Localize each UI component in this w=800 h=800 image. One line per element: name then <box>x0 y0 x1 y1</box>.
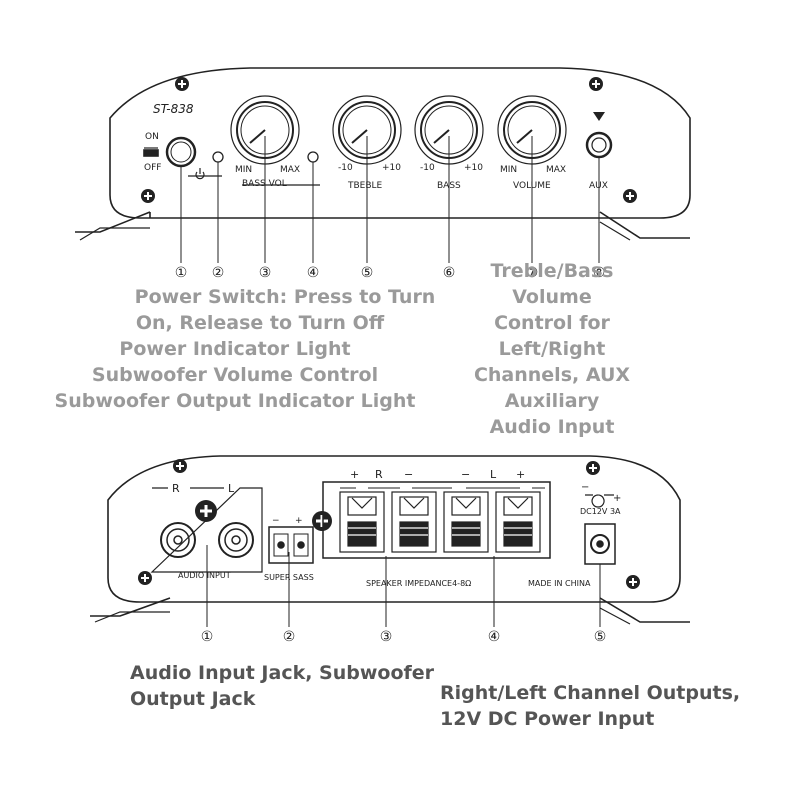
caption-line: Subwoofer Output Indicator Light <box>54 390 416 412</box>
front-callout-7: ⑦ <box>526 265 539 281</box>
bass-minus-label: -10 <box>420 163 435 173</box>
sub-plus-label: + <box>295 516 303 526</box>
front-callout-8: ⑧ <box>593 265 606 281</box>
audio-input-label: AUDIO INPUT <box>178 571 231 580</box>
front-callout-6: ⑥ <box>443 265 456 281</box>
volume-knob <box>497 95 567 165</box>
speaker-clip-r-plus <box>339 491 385 553</box>
aux-jack <box>585 131 613 159</box>
caption-line: Channels, AUX <box>473 364 631 386</box>
caption-line: Audio Input Jack, Subwoofer <box>130 662 435 684</box>
caption-line: Left/Right <box>498 338 606 360</box>
front-callout-4: ④ <box>307 265 320 281</box>
caption-back-right: Right/Left Channel Outputs, 12V DC Power… <box>440 680 740 732</box>
dc-plus-label: + <box>613 493 621 504</box>
aux-arrow-icon <box>593 112 605 121</box>
back-callout-2: ② <box>283 629 296 645</box>
power-symbol-icon <box>195 168 205 180</box>
caption-back-left: Audio Input Jack, Subwoofer Output Jack <box>130 660 434 712</box>
back-panel <box>90 455 690 627</box>
caption-front-right: Treble/Bass Volume Control for Left/Righ… <box>462 258 642 440</box>
treble-plus-label: +10 <box>382 163 401 173</box>
spk-minus-r-label: − <box>404 468 413 481</box>
aux-label: AUX <box>589 181 608 191</box>
caption-line: Power Indicator Light <box>119 338 351 360</box>
back-callout-3: ③ <box>380 629 393 645</box>
sub-minus-label: − <box>272 516 280 526</box>
subwoofer-output-led <box>307 151 319 163</box>
screw-icon <box>138 459 640 589</box>
caption-front-left: Power Switch: Press to Turn On, Release … <box>0 284 470 414</box>
bass-vol-label: BASS VOL <box>242 179 287 189</box>
bass-label: BASS <box>437 181 461 191</box>
bass-plus-label: +10 <box>464 163 483 173</box>
caption-line: Subwoofer Volume Control <box>91 364 379 386</box>
switch-on-label: ON <box>145 132 159 142</box>
front-panel-body <box>109 67 691 219</box>
caption-line: Right/Left Channel Outputs, <box>440 682 741 704</box>
caption-line: 12V DC Power Input <box>440 708 655 730</box>
sub-name-label: SUPER SASS <box>264 573 314 582</box>
treble-label: TBEBLE <box>347 181 383 191</box>
back-callout-1: ① <box>201 629 214 645</box>
volume-min-label: MIN <box>500 165 517 175</box>
caption-line: Treble/Bass <box>490 260 614 282</box>
switch-off-label: OFF <box>144 163 161 173</box>
caption-line: Power Switch: Press to Turn <box>134 286 436 308</box>
spk-plus-l-label: + <box>516 468 525 481</box>
back-callout-5: ⑤ <box>594 629 607 645</box>
bass-min-label: MIN <box>235 165 252 175</box>
spk-l-label: L <box>490 468 497 481</box>
dc-rating-label: DC12V 3A <box>580 507 621 516</box>
spk-minus-l-label: − <box>461 468 470 481</box>
impedance-label: SPEAKER IMPEDANCE4-8Ω <box>366 579 471 588</box>
volume-max-label: MAX <box>546 165 566 175</box>
speaker-terminal-block <box>322 481 551 559</box>
caption-line: Output Jack <box>130 688 256 710</box>
volume-label: VOLUME <box>513 181 551 191</box>
caption-line: Audio Input <box>489 416 615 438</box>
front-panel <box>75 67 691 263</box>
back-callout-4: ④ <box>488 629 501 645</box>
channel-r-label: R <box>172 482 180 495</box>
caption-line: Volume <box>512 286 592 308</box>
caption-line: On, Release to Turn Off <box>135 312 385 334</box>
front-callout-2: ② <box>212 265 225 281</box>
speaker-clip-l-minus <box>443 491 489 553</box>
model-label: ST-838 <box>153 102 194 116</box>
caption-line: Auxiliary <box>504 390 600 412</box>
dc-polarity-icon <box>585 494 614 508</box>
speaker-clip-r-minus <box>391 491 437 553</box>
switch-symbol-icon <box>143 149 159 157</box>
power-indicator-led <box>212 151 224 163</box>
dc-minus-label: − <box>581 482 589 493</box>
made-in-label: MADE IN CHINA <box>528 579 591 588</box>
spk-plus-r-label: + <box>350 468 359 481</box>
subwoofer-terminal <box>268 526 314 564</box>
rca-jack-l <box>218 522 254 558</box>
treble-minus-label: -10 <box>338 163 353 173</box>
caption-line: Control for <box>494 312 610 334</box>
channel-l-label: L <box>228 482 235 495</box>
speaker-clip-l-plus <box>495 491 541 553</box>
front-callout-5: ⑤ <box>361 265 374 281</box>
front-leader-lines <box>180 136 600 263</box>
back-panel-body <box>107 455 681 603</box>
back-leader-lines <box>206 545 601 627</box>
speaker-clips <box>339 491 541 553</box>
spk-r-label: R <box>375 468 383 481</box>
bass-max-label: MAX <box>280 165 300 175</box>
rca-jack-r <box>160 522 196 558</box>
front-callout-3: ③ <box>259 265 272 281</box>
front-callout-1: ① <box>175 265 188 281</box>
